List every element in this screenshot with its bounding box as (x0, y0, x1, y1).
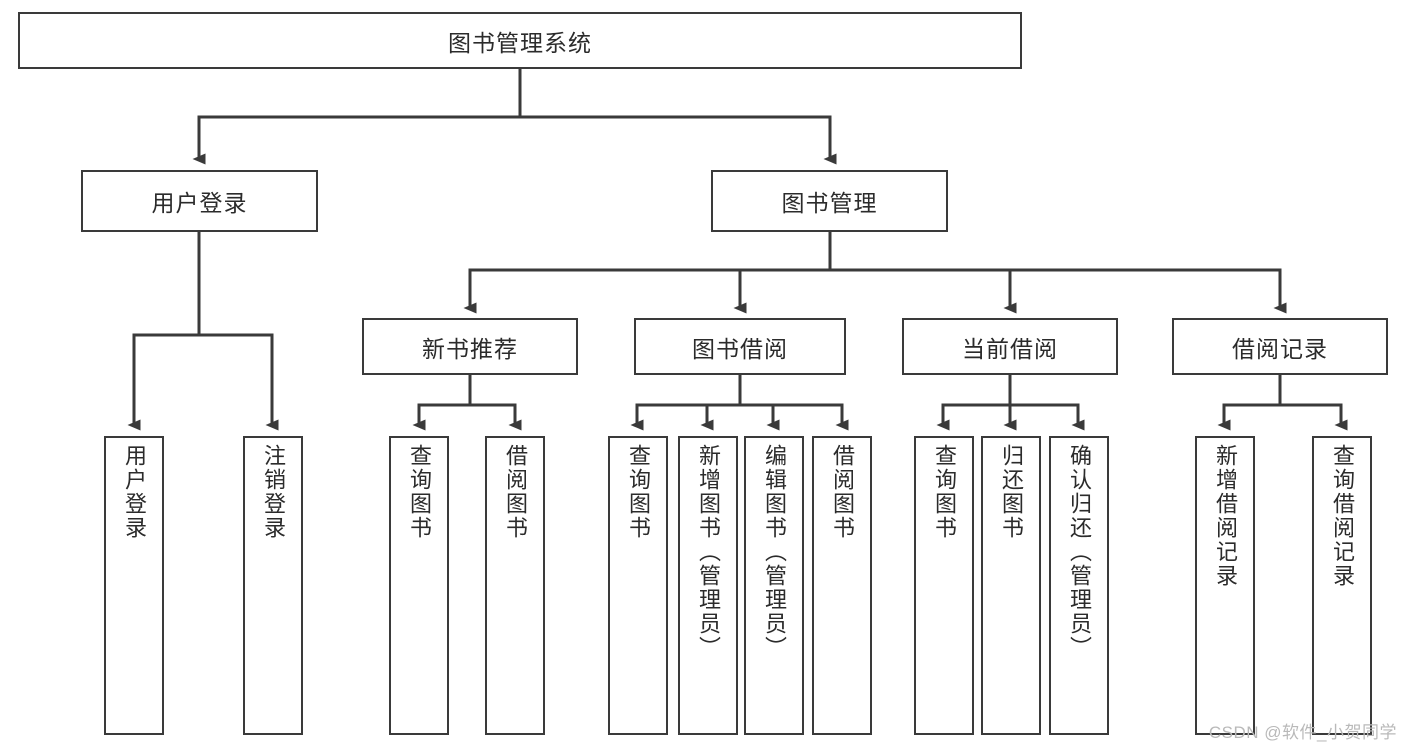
node-leaf-borrow-book-2[interactable]: 借阅图书 (812, 436, 872, 735)
node-user-login[interactable]: 用户登录 (81, 170, 318, 232)
node-leaf-user-logout-label: 注销登录 (260, 444, 286, 540)
node-leaf-confirm-return-admin[interactable]: 确认归还（管理员） (1049, 436, 1109, 735)
node-leaf-query-book-3-label: 查询图书 (931, 444, 957, 540)
node-borrow-record-label: 借阅记录 (1232, 335, 1328, 362)
node-leaf-edit-book-admin-label: 编辑图书（管理员） (761, 444, 787, 660)
node-leaf-query-book-2-label: 查询图书 (625, 444, 651, 540)
node-leaf-query-book-1[interactable]: 查询图书 (389, 436, 449, 735)
node-leaf-query-book-1-label: 查询图书 (406, 444, 432, 540)
node-leaf-confirm-return-admin-label: 确认归还（管理员） (1066, 444, 1092, 660)
node-current-borrow[interactable]: 当前借阅 (902, 318, 1118, 375)
node-new-book-rec-label: 新书推荐 (422, 335, 518, 362)
node-new-book-rec[interactable]: 新书推荐 (362, 318, 578, 375)
node-leaf-add-borrow-record-label: 新增借阅记录 (1212, 444, 1238, 588)
node-leaf-return-book-label: 归还图书 (998, 444, 1024, 540)
node-leaf-query-book-2[interactable]: 查询图书 (608, 436, 668, 735)
node-leaf-borrow-book-1-label: 借阅图书 (502, 444, 528, 540)
node-leaf-add-book-admin[interactable]: 新增图书（管理员） (678, 436, 738, 735)
node-leaf-query-borrow-record[interactable]: 查询借阅记录 (1312, 436, 1372, 735)
node-leaf-user-login-label: 用户登录 (121, 444, 147, 540)
node-leaf-user-logout[interactable]: 注销登录 (243, 436, 303, 735)
node-book-borrow-label: 图书借阅 (692, 335, 788, 362)
node-leaf-query-book-3[interactable]: 查询图书 (914, 436, 974, 735)
node-user-login-label: 用户登录 (151, 190, 248, 216)
node-leaf-query-borrow-record-label: 查询借阅记录 (1329, 444, 1355, 588)
node-leaf-user-login[interactable]: 用户登录 (104, 436, 164, 735)
node-leaf-borrow-book-1[interactable]: 借阅图书 (485, 436, 545, 735)
csdn-watermark: CSDN @软件_小贺同学 (1208, 723, 1397, 742)
node-leaf-borrow-book-2-label: 借阅图书 (829, 444, 855, 540)
node-leaf-edit-book-admin[interactable]: 编辑图书（管理员） (744, 436, 804, 735)
node-current-borrow-label: 当前借阅 (962, 335, 1058, 362)
node-book-manage[interactable]: 图书管理 (711, 170, 948, 232)
node-leaf-return-book[interactable]: 归还图书 (981, 436, 1041, 735)
node-book-borrow[interactable]: 图书借阅 (634, 318, 846, 375)
node-book-manage-label: 图书管理 (781, 190, 878, 216)
node-root-label: 图书管理系统 (448, 29, 592, 56)
node-leaf-add-book-admin-label: 新增图书（管理员） (695, 444, 721, 660)
node-root[interactable]: 图书管理系统 (18, 12, 1022, 69)
node-leaf-add-borrow-record[interactable]: 新增借阅记录 (1195, 436, 1255, 735)
node-borrow-record[interactable]: 借阅记录 (1172, 318, 1388, 375)
